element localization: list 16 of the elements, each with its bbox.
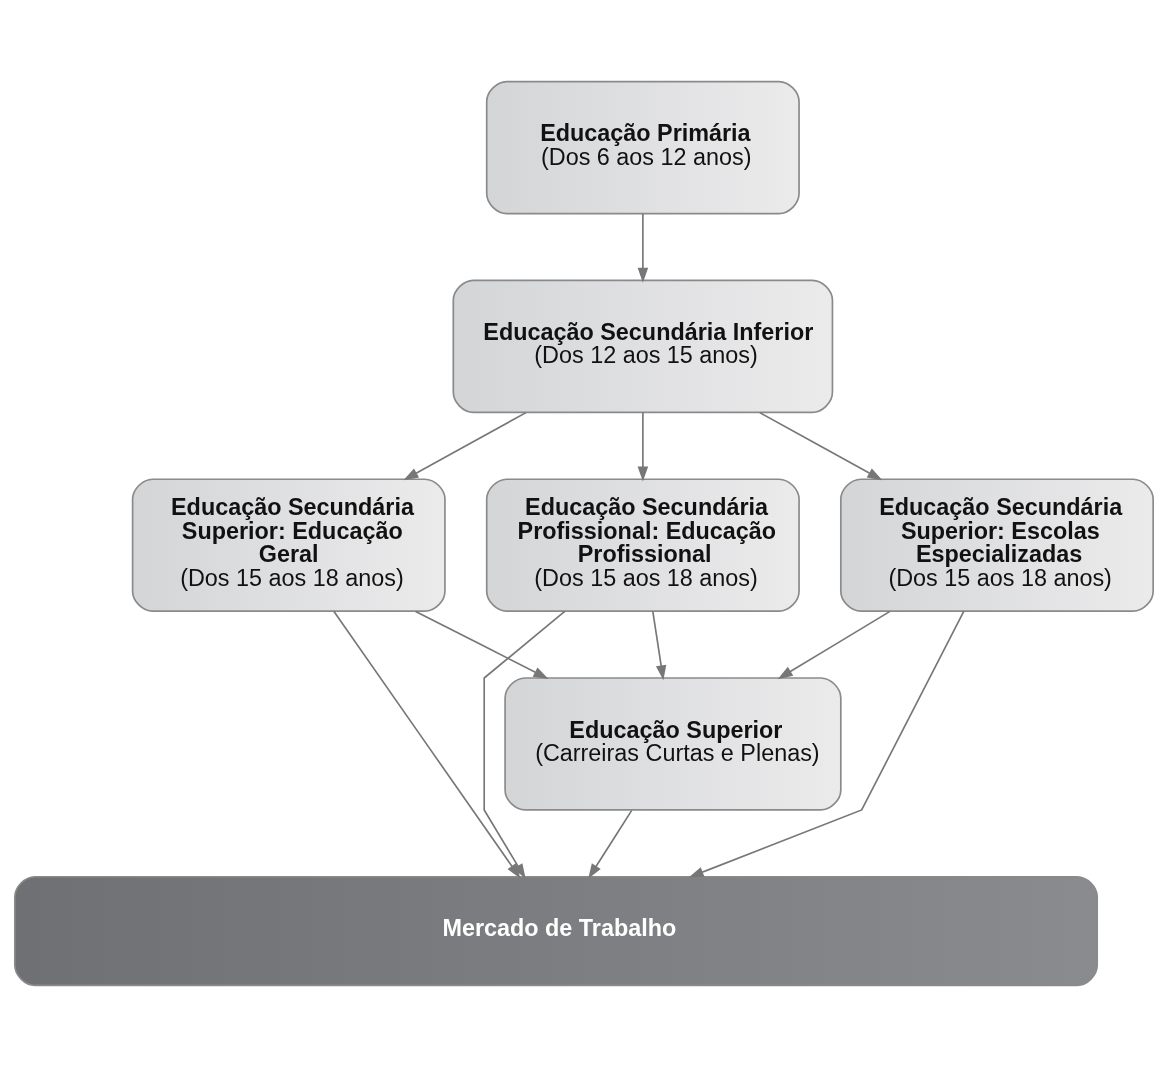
arrow — [758, 411, 883, 480]
node-box: Educação Secundária Superior: Educação Geral (Dos 15 aos 18 anos) — [131, 477, 446, 612]
node-box: Educação Superior (Carreiras Curtas e Plenas) — [504, 676, 842, 811]
node-box: Educação Primária (Dos 6 aos 12 anos) — [485, 80, 800, 214]
arrow — [588, 809, 633, 879]
node-box: Educação Secundária Inferior (Dos 12 aos 15 anos) — [452, 279, 834, 413]
node-box: Educação Secundária Superior: Escolas Especializadas (Dos 15 aos 18 anos) — [839, 477, 1154, 612]
arrow — [651, 610, 667, 680]
arrow — [637, 411, 649, 482]
arrow — [637, 212, 649, 283]
arrow — [403, 411, 527, 480]
node-box: Mercado de Trabalho — [14, 875, 1099, 986]
node-box: Educação Secundária Profissional: Educação Profissional (Dos 15 aos 18 anos) — [485, 477, 800, 612]
arrow — [688, 609, 965, 878]
arrow — [777, 610, 891, 679]
arrow — [414, 610, 549, 679]
